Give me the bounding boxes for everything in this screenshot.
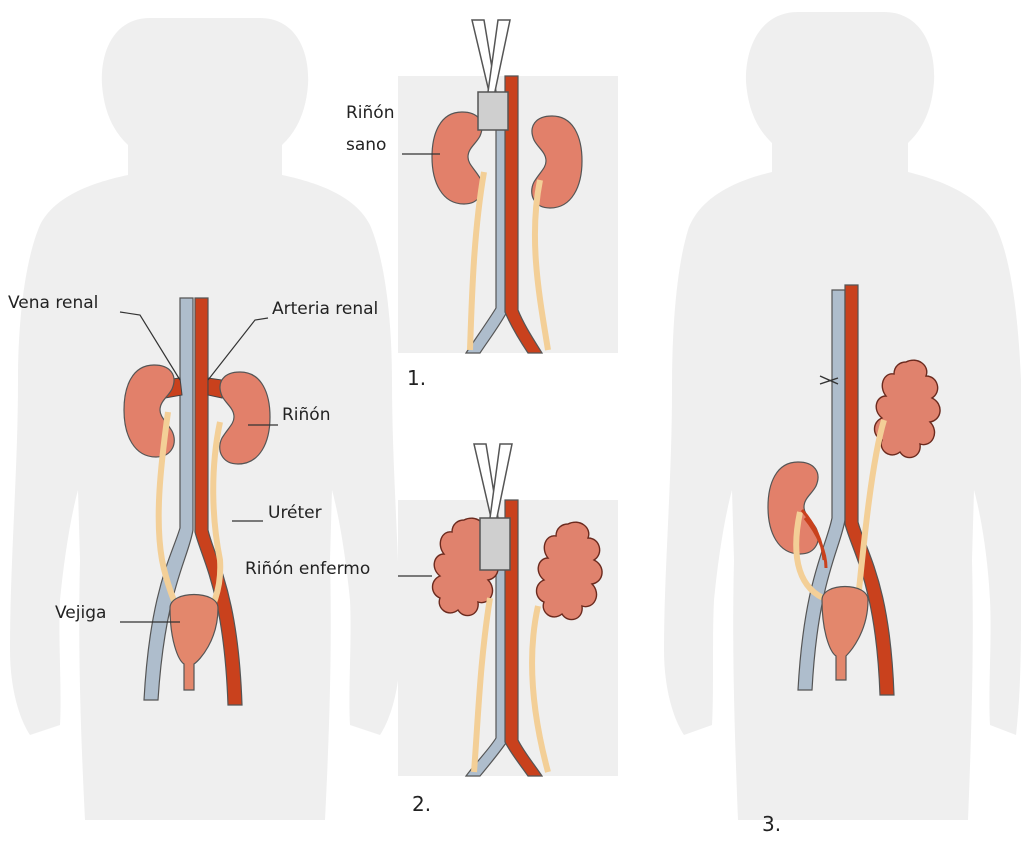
label-ureter: Uréter <box>268 504 322 524</box>
label-vejiga: Vejiga <box>55 604 106 624</box>
label-rinon: Riñón <box>282 406 331 426</box>
label-rinon-sano-line1: Riñón <box>346 104 395 124</box>
panel-step3 <box>664 12 1021 820</box>
panel-step1 <box>398 20 618 353</box>
panel-step2 <box>398 444 618 776</box>
label-rinon-enfermo: Riñón enfermo <box>245 560 370 580</box>
step-number-1: 1. <box>407 366 426 390</box>
scissors-clamp-icon <box>472 20 510 130</box>
label-rinon-sano-line2: sano <box>346 136 386 156</box>
label-arteria-renal: Arteria renal <box>272 300 378 320</box>
label-vena-renal: Vena renal <box>8 294 98 314</box>
step-number-3: 3. <box>762 812 781 836</box>
step-number-2: 2. <box>412 792 431 816</box>
panel-anatomy <box>10 18 400 820</box>
